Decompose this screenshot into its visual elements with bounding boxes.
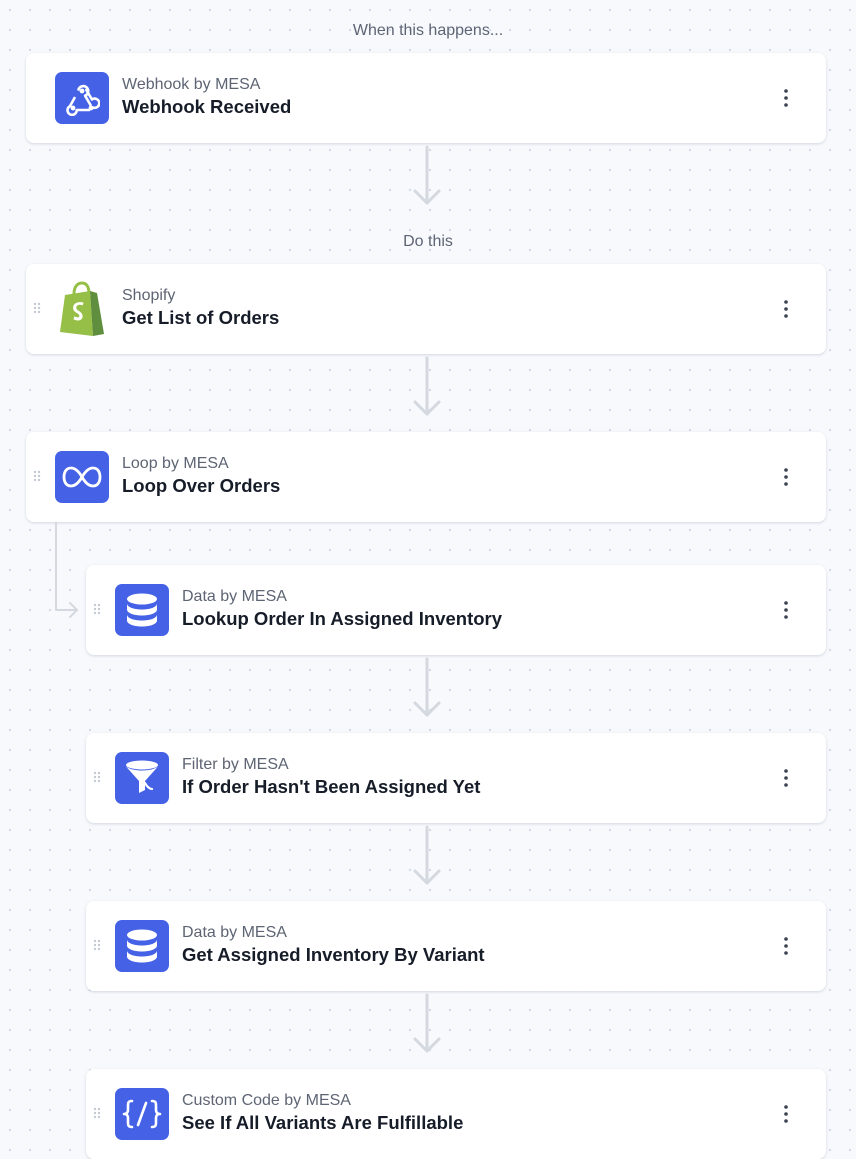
funnel-filter-icon	[115, 752, 169, 804]
more-options-icon[interactable]	[774, 86, 798, 110]
code-braces-icon	[115, 1088, 169, 1140]
more-options-icon[interactable]	[774, 297, 798, 321]
step-title: Lookup Order In Assigned Inventory	[182, 608, 503, 629]
step-app-name: Data by MESA	[182, 924, 287, 941]
database-icon	[115, 584, 169, 636]
step-app-name: Webhook by MESA	[122, 76, 261, 93]
step-title: See If All Variants Are Fulfillable	[182, 1112, 464, 1133]
step-title: Webhook Received	[122, 96, 292, 117]
more-options-icon[interactable]	[774, 598, 798, 622]
trigger-section-label: When this happens...	[352, 22, 504, 39]
step-app-name: Data by MESA	[182, 588, 287, 605]
action-section-label: Do this	[403, 233, 453, 250]
step-app-name: Shopify	[122, 287, 176, 304]
webhook-icon	[55, 72, 109, 124]
step-title: Get Assigned Inventory By Variant	[182, 944, 485, 965]
drag-handle-icon[interactable]	[93, 771, 101, 783]
flow-arrow-down-icon	[412, 657, 442, 719]
more-options-icon[interactable]	[774, 465, 798, 489]
step-card-lookup-order[interactable]: Data by MESA Lookup Order In Assigned In…	[86, 565, 826, 655]
drag-handle-icon[interactable]	[93, 939, 101, 951]
drag-handle-icon[interactable]	[93, 603, 101, 615]
step-card-custom-code[interactable]: Custom Code by MESA See If All Variants …	[86, 1069, 826, 1159]
flow-arrow-down-icon	[412, 356, 442, 418]
step-app-name: Filter by MESA	[182, 756, 289, 773]
step-app-name: Custom Code by MESA	[182, 1092, 351, 1109]
shopify-bag-icon	[55, 281, 109, 336]
flow-arrow-down-icon	[412, 825, 442, 887]
step-title: Loop Over Orders	[122, 475, 281, 496]
step-card-webhook-received[interactable]: Webhook by MESA Webhook Received	[26, 53, 826, 143]
more-options-icon[interactable]	[774, 766, 798, 790]
step-card-filter-order[interactable]: Filter by MESA If Order Hasn't Been Assi…	[86, 733, 826, 823]
step-card-loop-over-orders[interactable]: Loop by MESA Loop Over Orders	[26, 432, 826, 522]
step-card-get-assigned-inventory[interactable]: Data by MESA Get Assigned Inventory By V…	[86, 901, 826, 991]
infinity-loop-icon	[55, 451, 109, 503]
drag-handle-icon[interactable]	[33, 470, 41, 482]
step-app-name: Loop by MESA	[122, 455, 229, 472]
database-icon	[115, 920, 169, 972]
drag-handle-icon[interactable]	[33, 302, 41, 314]
step-title: Get List of Orders	[122, 307, 280, 328]
step-title: If Order Hasn't Been Assigned Yet	[182, 776, 481, 797]
drag-handle-icon[interactable]	[93, 1107, 101, 1119]
loop-branch-connector	[50, 521, 82, 622]
flow-arrow-down-icon	[412, 993, 442, 1055]
flow-arrow-down-icon	[412, 145, 442, 207]
more-options-icon[interactable]	[774, 934, 798, 958]
more-options-icon[interactable]	[774, 1102, 798, 1126]
step-card-get-list-of-orders[interactable]: Shopify Get List of Orders	[26, 264, 826, 354]
